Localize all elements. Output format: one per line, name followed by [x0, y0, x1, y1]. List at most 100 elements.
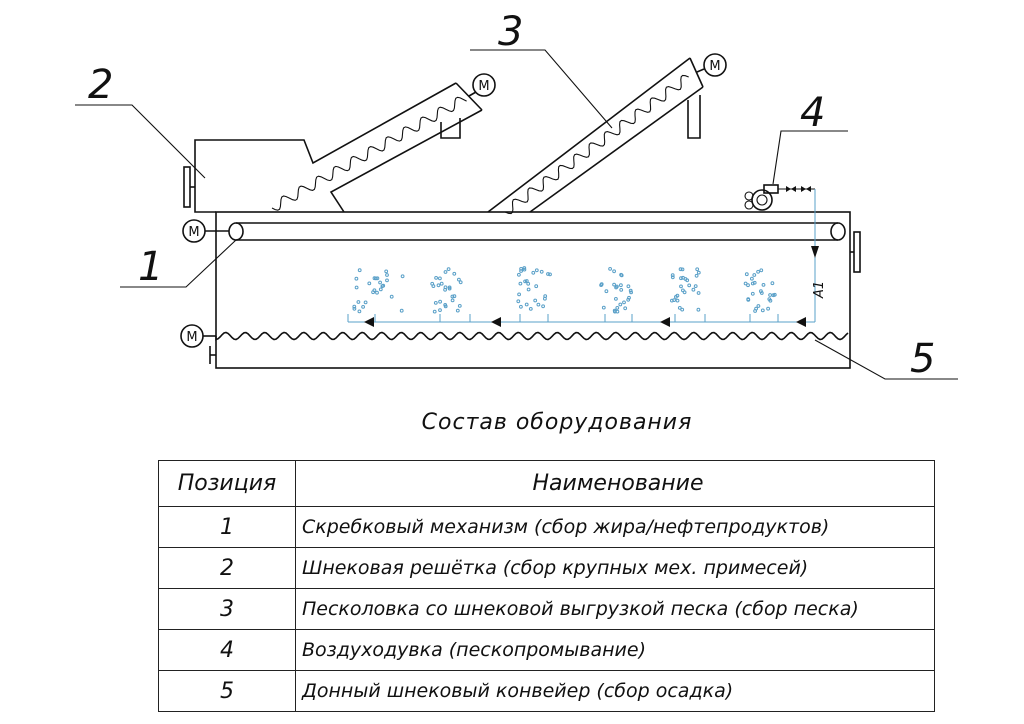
bubble: [399, 308, 404, 313]
bubble: [604, 289, 609, 294]
bubble: [378, 280, 383, 285]
bubble: [436, 283, 441, 288]
bubble: [517, 292, 521, 297]
bubble: [599, 283, 603, 288]
bubble: [443, 304, 448, 309]
bubble: [608, 267, 612, 271]
bubble: [618, 302, 623, 307]
bubble: [438, 299, 443, 304]
bubble: [524, 302, 529, 307]
equipment-diagram: M M M A1: [75, 9, 958, 382]
bubble: [356, 300, 361, 304]
bubble: [385, 278, 389, 283]
bubble: [522, 267, 527, 272]
bubble: [516, 299, 521, 304]
row-position: 5: [158, 670, 296, 712]
bubble: [519, 304, 523, 309]
motor-icon: M: [182, 219, 229, 243]
callout-5: 5: [814, 336, 958, 382]
bubble: [772, 292, 777, 297]
callout-2: 2: [75, 62, 206, 179]
bubble: [447, 286, 452, 291]
bubble: [675, 293, 680, 298]
bubble: [519, 267, 523, 271]
blower-icon: [744, 184, 815, 211]
bubble: [446, 267, 451, 272]
bubble: [533, 298, 538, 303]
bubble: [352, 306, 357, 311]
bubble: [693, 284, 698, 289]
bubble: [400, 274, 405, 279]
bubble: [622, 300, 626, 305]
scraper-conveyor: [228, 222, 846, 241]
row-position: 3: [158, 588, 296, 630]
bubble: [528, 307, 533, 311]
bubble: [381, 283, 386, 288]
bubble: [626, 284, 631, 289]
bubble: [759, 289, 763, 294]
bubble: [601, 305, 606, 310]
bubble: [357, 268, 362, 273]
row-name: Шнековая решётка (сбор крупных мех. прим…: [295, 547, 935, 589]
bubble: [438, 308, 442, 313]
bottom-screw-conveyor: [215, 331, 849, 341]
svg-text:3: 3: [498, 9, 523, 55]
bubble: [352, 304, 357, 309]
bubble: [614, 285, 618, 290]
bubble: [629, 290, 633, 295]
bubble: [357, 309, 362, 314]
bubble: [670, 275, 675, 280]
callout-4: 4: [772, 90, 848, 185]
bubble: [375, 290, 379, 295]
bubble: [536, 302, 541, 307]
bubble: [541, 304, 545, 309]
bubble: [681, 275, 685, 280]
header-name: Наименование: [295, 460, 935, 507]
bubble: [750, 276, 754, 281]
svg-text:M: M: [709, 59, 720, 74]
bubble: [534, 284, 539, 289]
bubble: [432, 309, 437, 314]
svg-text:M: M: [478, 79, 489, 94]
bubble: [534, 268, 539, 273]
bubble: [696, 307, 701, 312]
bubble: [756, 269, 760, 274]
bubble: [389, 294, 394, 299]
bubble: [613, 309, 617, 314]
bubble: [615, 306, 620, 310]
bubble: [768, 298, 773, 303]
bubble: [766, 306, 770, 311]
tank-body: [215, 211, 851, 369]
bubble: [526, 281, 531, 286]
row-position: 4: [158, 629, 296, 671]
motor-icon: M: [180, 324, 216, 348]
bubble: [694, 273, 699, 278]
bubble: [675, 298, 680, 303]
bubble: [367, 281, 372, 286]
bubble: [680, 307, 685, 312]
bubble: [385, 273, 389, 277]
bubble: [626, 297, 631, 302]
bubble: [363, 300, 368, 305]
bubble: [759, 268, 764, 273]
bubble: [378, 287, 383, 292]
bubble: [761, 283, 766, 287]
bubble: [452, 294, 457, 299]
bubble: [612, 269, 616, 274]
bubble: [678, 267, 683, 272]
bubble: [679, 276, 683, 281]
bubble: [696, 270, 701, 275]
svg-text:M: M: [188, 225, 199, 240]
bubble: [523, 279, 527, 284]
bubble: [619, 288, 624, 292]
bubble: [539, 269, 544, 274]
bubble: [619, 283, 623, 288]
table-title: Состав оборудования: [421, 410, 693, 435]
bubble: [517, 272, 521, 277]
bubble: [439, 281, 444, 286]
bubble: [434, 276, 439, 280]
bubble: [760, 308, 765, 313]
bubble: [680, 267, 685, 272]
